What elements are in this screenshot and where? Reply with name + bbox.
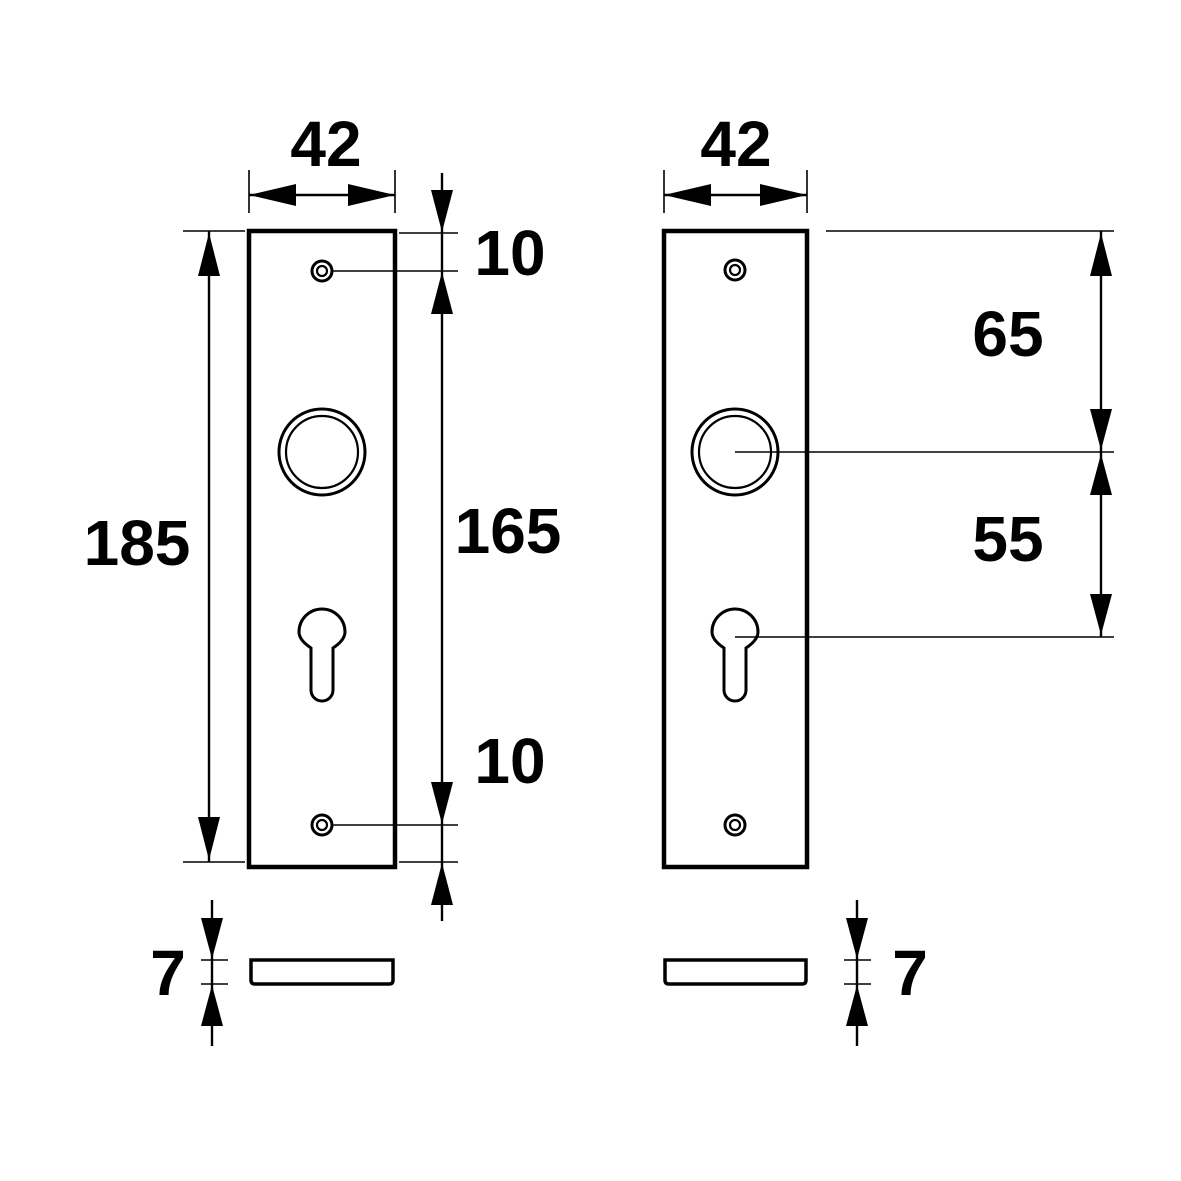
left-top-screw-hole	[310, 259, 334, 283]
left-plate-outline	[246, 228, 398, 870]
right-plate-view: 42 65 55 7	[661, 108, 1114, 1046]
right-plate-outline	[661, 228, 810, 870]
left-keyhole	[297, 607, 347, 703]
right-bottom-screw-hole	[723, 813, 747, 837]
left-plate-section	[249, 958, 395, 986]
left-height-label: 185	[84, 507, 191, 579]
left-handle-rosette	[277, 407, 367, 497]
left-bottom-offset-label: 10	[474, 725, 545, 797]
left-inner-label: 165	[455, 495, 562, 567]
right-upper-label: 65	[972, 298, 1043, 370]
right-width-label: 42	[700, 108, 771, 180]
right-keyhole	[710, 607, 760, 703]
right-thickness-label: 7	[892, 937, 928, 1009]
right-lower-label: 55	[972, 503, 1043, 575]
left-width-label: 42	[290, 108, 361, 180]
left-thickness-label: 7	[150, 937, 186, 1009]
left-top-offset-label: 10	[474, 217, 545, 289]
right-top-screw-hole	[723, 258, 747, 282]
left-bottom-screw-hole	[310, 813, 334, 837]
left-plate-view: 42 185 10 165 10 7	[84, 108, 562, 1046]
right-plate-section	[663, 958, 808, 986]
